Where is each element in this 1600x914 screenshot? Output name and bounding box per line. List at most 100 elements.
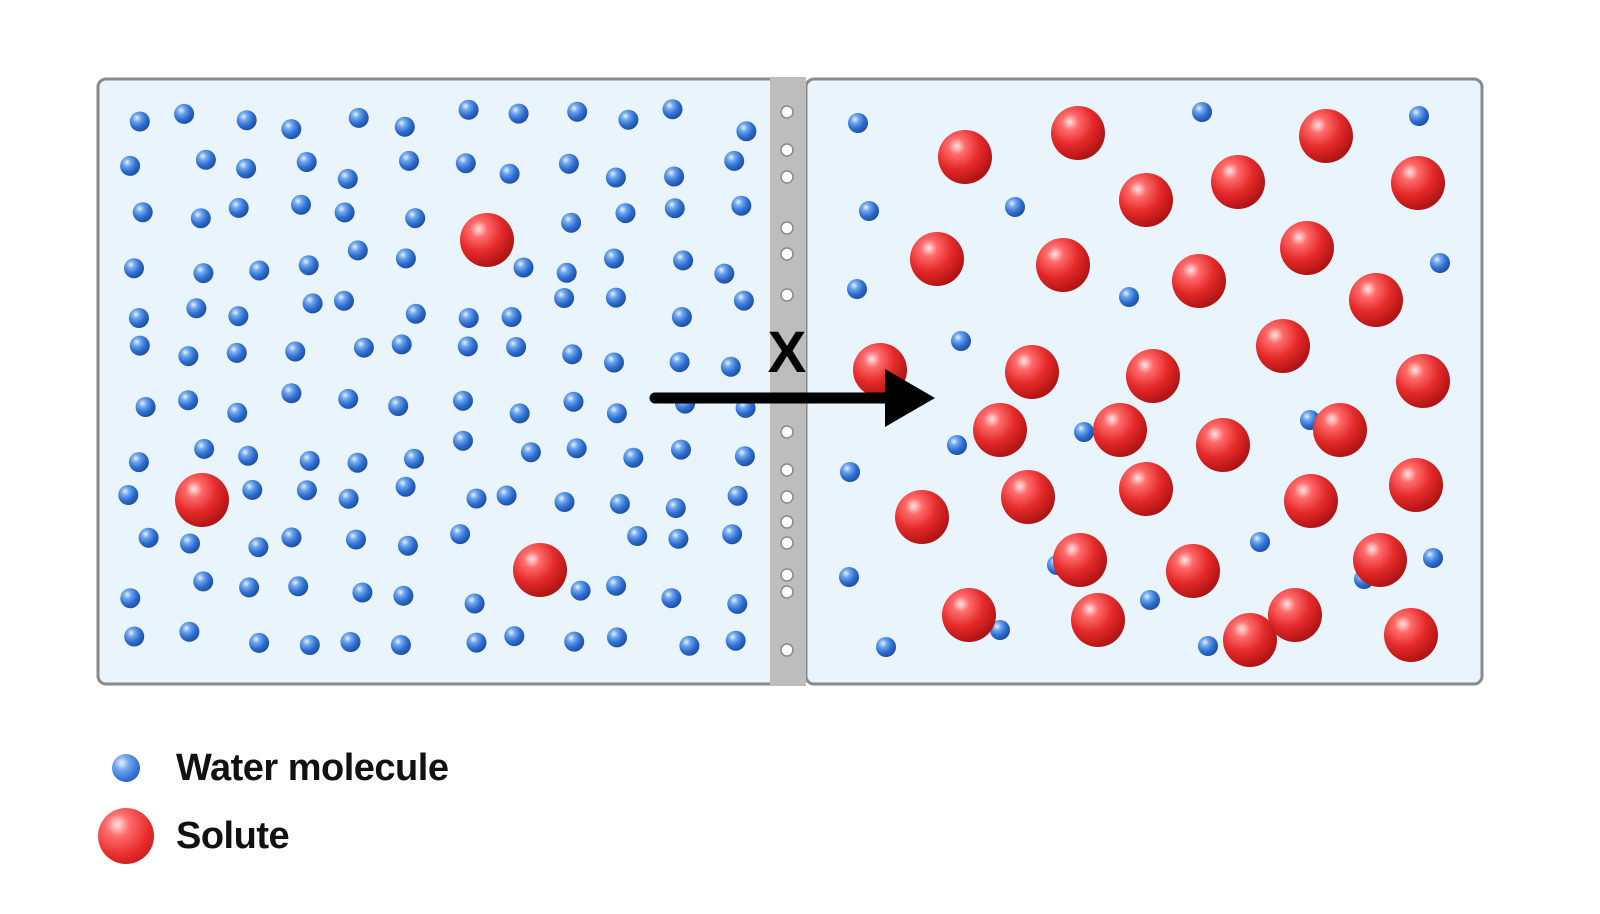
solute-particle xyxy=(1223,613,1277,667)
water-molecule xyxy=(671,307,692,327)
membrane-pore xyxy=(780,463,794,477)
water-molecule xyxy=(193,263,214,284)
water-molecule xyxy=(951,331,971,351)
solute-particle xyxy=(938,130,992,184)
water-molecule xyxy=(563,391,584,412)
solute-particle xyxy=(1284,474,1338,528)
water-molecule xyxy=(132,202,153,223)
water-molecule xyxy=(346,529,366,550)
water-molecule xyxy=(338,488,359,509)
solute-particle xyxy=(1313,403,1367,457)
membrane-pore xyxy=(780,425,794,439)
water-molecule xyxy=(348,107,369,128)
right-chamber-particles xyxy=(839,102,1450,667)
water-molecule xyxy=(564,631,585,652)
water-molecule xyxy=(727,485,748,506)
water-molecule xyxy=(457,336,478,357)
water-molecule xyxy=(840,462,860,482)
water-molecule xyxy=(562,344,583,365)
legend-label-water: Water molecule xyxy=(176,746,449,789)
water-molecule xyxy=(391,334,412,355)
water-molecule xyxy=(501,307,522,327)
solute-particle xyxy=(1093,403,1147,457)
solute-particle xyxy=(460,213,514,267)
water-molecule xyxy=(394,116,415,137)
water-molecule xyxy=(291,194,311,215)
water-molecule xyxy=(722,524,743,545)
water-molecule xyxy=(281,383,302,404)
water-molecule xyxy=(249,260,270,281)
water-molecule xyxy=(298,255,319,276)
water-molecule xyxy=(352,582,373,603)
water-molecule xyxy=(228,306,249,327)
solute-particle xyxy=(1119,173,1173,227)
water-molecule xyxy=(509,403,530,424)
water-molecule xyxy=(1074,422,1094,442)
membrane-pore xyxy=(780,568,794,582)
water-molecule xyxy=(138,527,159,548)
water-molecule xyxy=(193,571,214,592)
membrane-pore xyxy=(780,143,794,157)
water-molecule xyxy=(128,308,149,328)
water-molecule xyxy=(466,632,487,653)
water-molecule xyxy=(839,567,859,587)
membrane-pore xyxy=(780,170,794,184)
water-molecule xyxy=(347,452,368,473)
water-molecule xyxy=(1430,253,1450,273)
water-molecule xyxy=(570,580,591,601)
left-chamber-particles xyxy=(118,99,757,656)
water-molecule xyxy=(195,149,216,170)
water-molecule xyxy=(450,524,471,545)
water-molecule xyxy=(627,526,648,546)
solute-particle xyxy=(1211,155,1265,209)
water-molecule xyxy=(664,166,685,187)
water-molecule xyxy=(288,576,309,597)
water-molecule xyxy=(405,208,426,229)
membrane-pore xyxy=(780,490,794,504)
water-molecule xyxy=(249,632,270,653)
membrane-pore xyxy=(780,105,794,119)
water-molecule xyxy=(848,113,868,133)
solute-particle xyxy=(1119,462,1173,516)
water-molecule xyxy=(499,163,520,184)
solute-particle xyxy=(1036,238,1090,292)
solute-particle xyxy=(1280,221,1334,275)
water-molecule xyxy=(605,287,626,308)
water-molecule xyxy=(609,493,630,514)
water-molecule xyxy=(236,158,257,179)
water-molecule xyxy=(615,203,636,224)
water-molecule xyxy=(1198,636,1218,656)
legend-label-solute: Solute xyxy=(176,814,290,857)
water-molecule xyxy=(876,637,896,657)
solute-particle xyxy=(1051,106,1105,160)
water-molecule xyxy=(338,388,359,409)
water-molecule xyxy=(1423,548,1443,568)
water-molecule xyxy=(665,498,686,518)
water-molecule xyxy=(129,111,150,132)
flow-arrow-head-icon xyxy=(885,369,935,427)
water-molecule xyxy=(281,527,302,548)
water-molecule xyxy=(673,250,694,271)
membrane-pore xyxy=(780,585,794,599)
water-molecule xyxy=(248,537,269,558)
solute-particle xyxy=(1384,608,1438,662)
water-molecule xyxy=(404,448,424,469)
solute-particle xyxy=(1126,349,1180,403)
water-molecule xyxy=(731,195,752,216)
water-molecule xyxy=(388,396,409,416)
water-molecule xyxy=(561,212,582,233)
solute-particle xyxy=(942,588,996,642)
water-molecule xyxy=(679,635,700,656)
solute-particle xyxy=(1268,588,1322,642)
water-molecule xyxy=(296,152,317,172)
water-molecule xyxy=(669,352,690,373)
water-molecule xyxy=(662,99,683,120)
water-molecule xyxy=(1005,197,1025,217)
water-molecule xyxy=(178,390,199,411)
water-molecule xyxy=(513,257,534,278)
water-molecule xyxy=(618,109,639,130)
solute-particle xyxy=(910,232,964,286)
flow-arrow xyxy=(649,369,935,427)
water-molecule xyxy=(466,488,487,509)
